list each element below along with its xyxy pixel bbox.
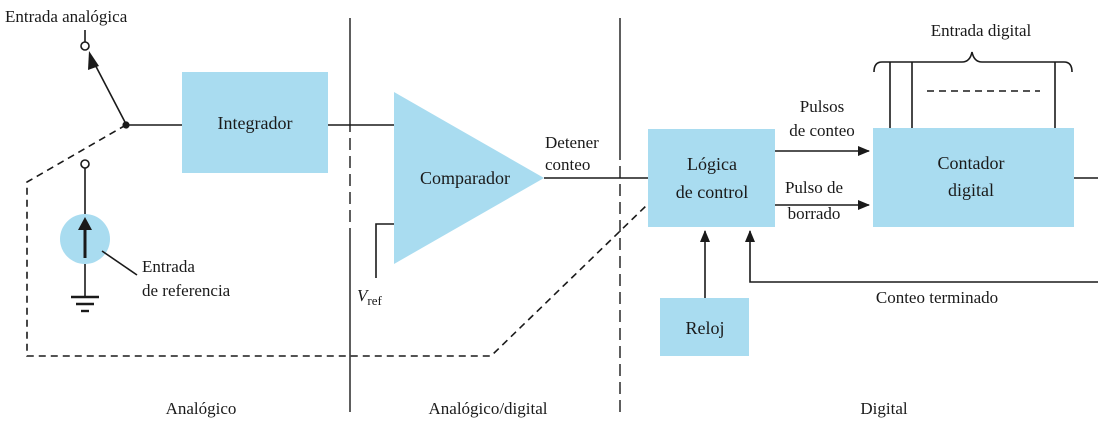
digital-counter-block [873, 128, 1074, 227]
switch-blade-arrow [88, 51, 99, 70]
comparator-label: Comparador [420, 168, 510, 188]
control-logic-block [648, 129, 775, 227]
switch-lower-contact [80, 159, 90, 169]
integrator-label: Integrador [218, 113, 293, 133]
counter-label-1: Contador [938, 153, 1005, 173]
clear-pulse-label-2: borrado [788, 204, 841, 223]
ref-label-leader [101, 250, 138, 276]
control-logic-label-2: de control [676, 182, 748, 202]
count-done-label: Conteo terminado [876, 288, 998, 307]
vref-label: Vref [357, 286, 382, 308]
clear-pulse-label-1: Pulso de [785, 178, 843, 197]
reference-source [60, 159, 138, 313]
count-done-arrow [745, 230, 1098, 283]
reference-input-label-1: Entrada [142, 257, 195, 276]
switch-upper-contact [80, 41, 90, 51]
counter-label-2: digital [948, 180, 994, 200]
current-source-icon [60, 214, 110, 264]
reference-input-label-2: de referencia [142, 281, 231, 300]
clock-label: Reloj [686, 318, 725, 338]
control-logic-label-1: Lógica [687, 154, 737, 174]
current-arrow-head [78, 217, 92, 230]
section-analog-digital-label: Analógico/digital [429, 399, 548, 418]
count-pulses-label-1: Pulsos [800, 97, 844, 116]
section-digital-label: Digital [860, 399, 907, 418]
analog-input-label: Entrada analógica [5, 7, 128, 26]
wire-vref [375, 223, 394, 278]
stop-count-label-2: conteo [545, 155, 590, 174]
clock-block [660, 298, 749, 356]
digital-input-label: Entrada digital [931, 21, 1032, 40]
integrator-block [182, 72, 328, 173]
spdt-switch-icon [80, 30, 182, 129]
comparator-block [394, 92, 544, 264]
section-analog-label: Analógico [166, 399, 237, 418]
stop-count-label-1: Detener [545, 133, 599, 152]
section-dividers [349, 18, 621, 412]
control-dashed-path [26, 124, 649, 357]
ground-icon [71, 295, 99, 313]
digital-input-bus [873, 51, 1073, 128]
count-pulses-label-2: de conteo [789, 121, 855, 140]
digital-input-brace [873, 51, 1073, 73]
